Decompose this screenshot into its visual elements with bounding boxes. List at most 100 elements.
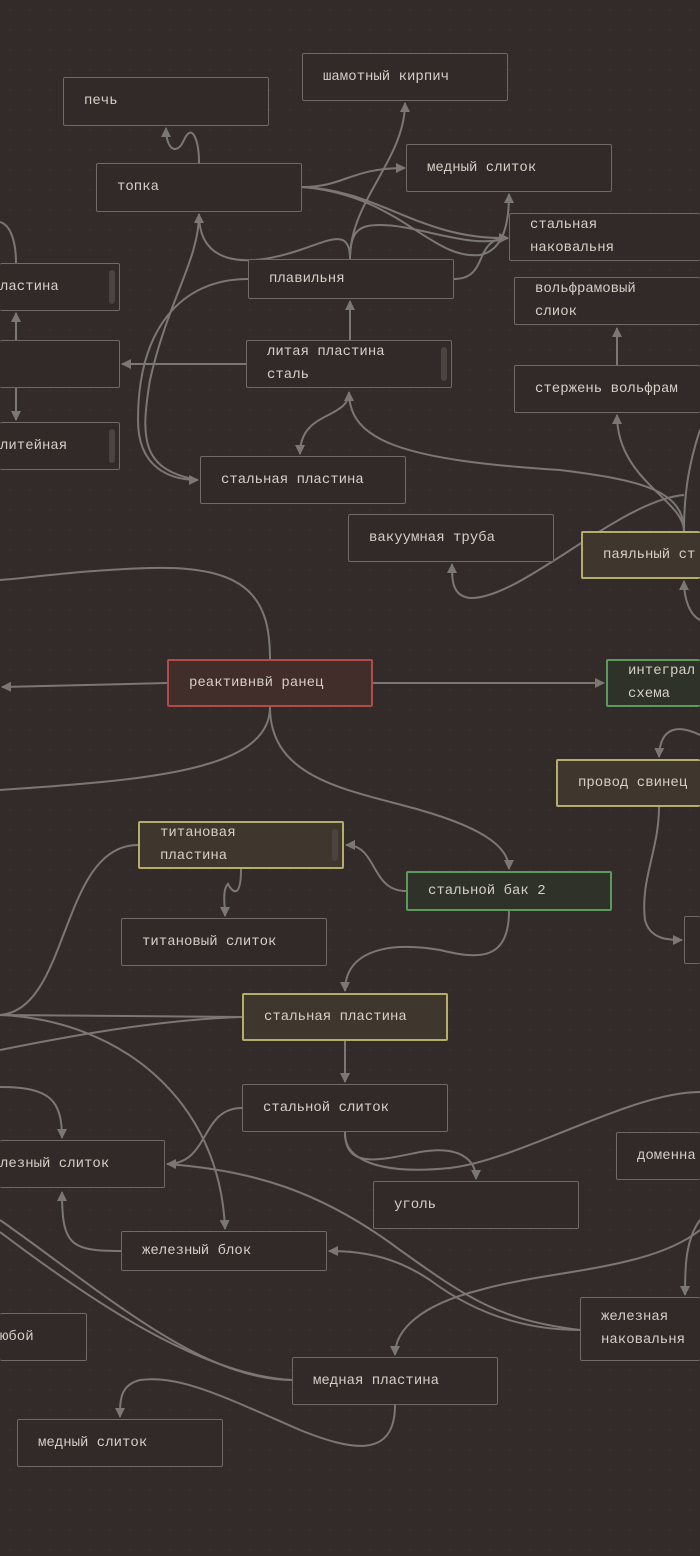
node-label: медный слиток [38, 1434, 148, 1451]
node-label: плавильня [269, 270, 345, 287]
node-copper-plate[interactable]: медная пластина [292, 1357, 498, 1405]
edge [1, 681, 168, 692]
edge [680, 1219, 700, 1296]
node-label: медная пластина [313, 1372, 440, 1389]
node-label: топка [117, 179, 160, 195]
node-iron-ingot[interactable]: лезный слиток [0, 1140, 165, 1188]
edge [679, 580, 700, 621]
edge [161, 127, 200, 164]
node-label: реактивнвй ранец [189, 674, 324, 691]
node-label: железный блок [142, 1242, 252, 1259]
node-steel-anvil[interactable]: стальная наковальня [509, 213, 700, 261]
node-plate-left[interactable]: ластина [0, 263, 120, 311]
edge [654, 728, 700, 758]
node-jetpack[interactable]: реактивнвй ранец [167, 659, 373, 707]
node-titanium-ingot[interactable]: титановый слиток [121, 918, 327, 966]
edge [301, 163, 406, 188]
edge [340, 910, 510, 992]
node-blank[interactable] [0, 340, 120, 388]
node-any[interactable]: юбой [0, 1313, 87, 1361]
edge [390, 1229, 700, 1356]
edge [295, 391, 354, 455]
node-tungsten-rod[interactable]: стержень вольфрам [514, 365, 700, 413]
edge [0, 1014, 243, 1018]
node-cast-plate-steel[interactable]: литая пластина сталь [246, 340, 452, 388]
node-label: доменна [637, 1147, 696, 1164]
node-pech[interactable]: печь [63, 77, 269, 126]
scrollbar[interactable] [441, 347, 447, 381]
node-label: стальная наковальня [530, 217, 615, 256]
node-tungsten-ingot[interactable]: вольфрамовый слиок [514, 277, 700, 325]
node-copper-ingot[interactable]: медный слиток [406, 144, 612, 192]
node-label: паяльный ст [603, 546, 696, 563]
edge [166, 1107, 243, 1169]
node-steel-tank[interactable]: стальной бак 2 [406, 871, 612, 911]
node-label: литая пластина сталь [267, 344, 385, 383]
node-label: стальная пластина [264, 1008, 407, 1025]
node-vacuum-tube[interactable]: вакуумная труба [348, 514, 554, 562]
node-coal[interactable]: уголь [373, 1181, 579, 1229]
edge [0, 1016, 243, 1051]
node-iron-anvil[interactable]: железная наковальня [580, 1297, 700, 1361]
edge [115, 1378, 396, 1447]
node-lead-wire[interactable]: провод свинец [556, 759, 700, 807]
node-titanium-plate[interactable]: титановая пластина [138, 821, 344, 869]
edge [612, 414, 685, 532]
scrollbar[interactable] [109, 429, 115, 463]
edge [344, 1091, 700, 1171]
edge [0, 1231, 293, 1381]
node-iron-block[interactable]: железный блок [121, 1231, 327, 1271]
edge [301, 186, 514, 257]
edge [57, 1191, 122, 1252]
node-copper-ingot-2[interactable]: медный слиток [17, 1419, 223, 1467]
edge [453, 233, 509, 280]
node-label: медный слиток [427, 159, 537, 176]
node-shamot-brick[interactable]: шамотный кирпич [302, 53, 508, 101]
node-steel-plate[interactable]: стальная пластина [200, 456, 406, 504]
node-smelter[interactable]: плавильня [248, 259, 454, 299]
node-label: стальной слиток [263, 1099, 390, 1116]
node-label: печь [84, 93, 118, 109]
node-label: вольфрамовый слиок [535, 281, 636, 320]
edge [0, 844, 139, 1016]
node-label: литейная [0, 437, 68, 454]
node-partial-right[interactable] [684, 916, 700, 964]
node-label: титановая пластина [160, 825, 236, 864]
edge [0, 566, 271, 660]
node-topka[interactable]: топка [96, 163, 302, 212]
node-label: стальная пластина [221, 471, 364, 488]
node-label: титановый слиток [142, 933, 277, 950]
node-label: лезный слиток [0, 1155, 110, 1172]
node-label: провод свинец [578, 774, 688, 791]
node-casting-left[interactable]: литейная [0, 422, 120, 470]
edge [219, 868, 242, 917]
edge [349, 102, 410, 260]
scrollbar[interactable] [332, 829, 338, 861]
edge [136, 278, 249, 485]
node-integrated-circuit[interactable]: интеграл схема [606, 659, 700, 707]
edge [643, 806, 683, 945]
edge [0, 706, 271, 791]
edge [328, 1246, 581, 1331]
edge [447, 494, 685, 600]
edge [0, 1014, 230, 1230]
edge [0, 221, 17, 264]
node-blast-furnace[interactable]: доменна [616, 1132, 700, 1180]
edge-group [0, 102, 700, 1447]
node-soldering[interactable]: паяльный ст [581, 531, 700, 579]
edge [301, 186, 509, 244]
node-steel-plate-2[interactable]: стальная пластина [242, 993, 448, 1041]
edge [194, 213, 351, 262]
edge [0, 1086, 67, 1139]
node-label: железная наковальня [601, 1309, 686, 1348]
node-label: стержень вольфрам [535, 380, 678, 397]
edge [269, 706, 514, 870]
node-label: стальной бак 2 [428, 882, 546, 899]
edge [345, 840, 407, 892]
scrollbar[interactable] [109, 270, 115, 304]
node-steel-ingot[interactable]: стальной слиток [242, 1084, 448, 1132]
edge [144, 213, 200, 481]
node-label: шамотный кирпич [323, 68, 450, 85]
edge [344, 1131, 481, 1180]
